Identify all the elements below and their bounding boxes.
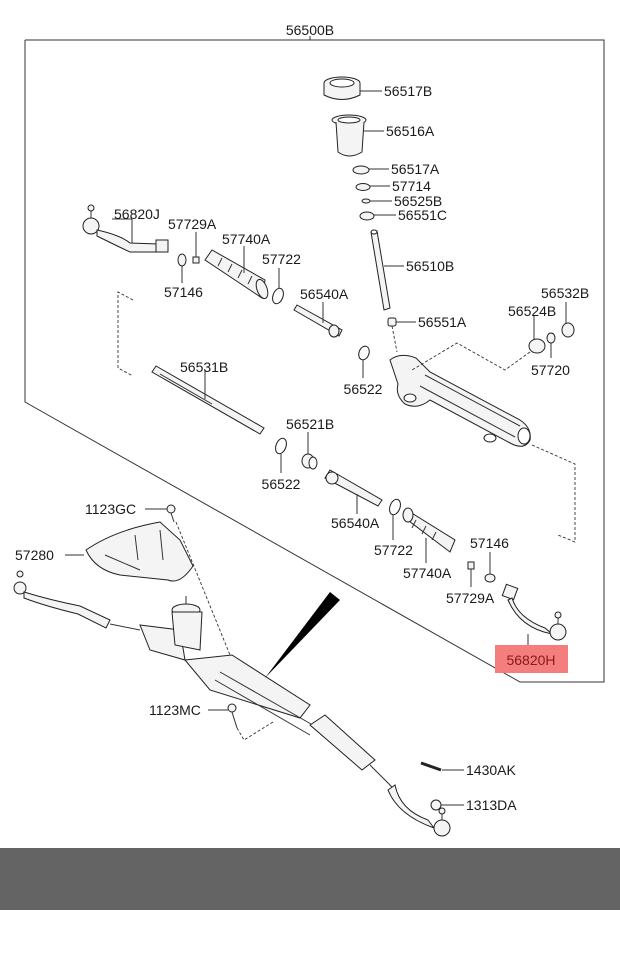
label-57722-top: 57722	[262, 251, 301, 267]
part-1430AK[interactable]	[420, 761, 464, 772]
part-1123GC[interactable]	[145, 504, 233, 661]
highlight-box-56820H	[495, 645, 568, 673]
part-57729A-top[interactable]	[192, 232, 200, 264]
part-56524B[interactable]	[411, 315, 546, 371]
label-57729A-top: 57729A	[168, 216, 217, 232]
guide-line-right	[531, 444, 576, 543]
part-56531B[interactable]	[151, 365, 265, 435]
label-56521B: 56521B	[286, 416, 334, 432]
part-57146-top[interactable]	[177, 253, 187, 283]
part-rack-assembly	[13, 570, 451, 837]
part-57722-top[interactable]	[271, 268, 286, 305]
part-number-footer: HYUNDAI KIA - 56820A6000 N - 56820H	[0, 848, 620, 952]
label-56532B: 56532B	[541, 285, 589, 301]
footer-oem-number: N - 56820H	[417, 929, 526, 952]
label-57146-top: 57146	[164, 284, 203, 300]
label-56820J: 56820J	[114, 206, 160, 222]
label-57280: 57280	[15, 547, 54, 563]
part-56820H[interactable]	[501, 583, 567, 648]
label-57740A-bottom: 57740A	[403, 565, 452, 581]
label-57714: 57714	[392, 178, 431, 194]
part-56516A[interactable]	[331, 114, 384, 157]
label-56531B: 56531B	[180, 359, 228, 375]
part-56517B[interactable]	[323, 76, 382, 100]
label-56522-right: 56522	[344, 381, 383, 397]
part-56540A-bottom[interactable]	[324, 469, 383, 514]
label-56551A: 56551A	[418, 314, 467, 330]
part-56551C[interactable]	[359, 211, 396, 221]
guide-line-left	[117, 291, 134, 377]
assembly-label: 56500B	[286, 22, 334, 38]
label-56551C: 56551C	[398, 207, 447, 223]
direction-arrow	[265, 592, 340, 678]
part-gear-housing	[389, 354, 531, 447]
label-56510B: 56510B	[406, 258, 454, 274]
parts-diagram: 56500B 56517B 56516A 56517A 57714 56525B…	[13, 22, 605, 837]
label-56820H: 56820H	[506, 652, 555, 668]
part-56522-right[interactable]	[357, 345, 371, 378]
part-56510B[interactable]	[370, 229, 404, 311]
part-57722-bottom[interactable]	[388, 498, 403, 540]
part-57280[interactable]	[65, 521, 194, 582]
part-57720[interactable]	[546, 332, 556, 358]
assembly-frame	[24, 36, 605, 683]
part-56820J[interactable]	[82, 204, 169, 253]
part-57740A-bottom[interactable]	[402, 507, 456, 563]
part-56525B[interactable]	[361, 198, 392, 204]
part-57146-bottom[interactable]	[484, 552, 496, 583]
label-56525B: 56525B	[394, 193, 442, 209]
part-56532B[interactable]	[561, 302, 575, 338]
label-57722-bottom: 57722	[374, 542, 413, 558]
part-57740A-top[interactable]	[204, 246, 270, 300]
label-57146-bottom: 57146	[470, 535, 509, 551]
part-56540A-top[interactable]	[293, 302, 343, 338]
label-56517B: 56517B	[384, 83, 432, 99]
label-1313DA: 1313DA	[466, 797, 517, 813]
label-57720: 57720	[531, 362, 570, 378]
part-56517A[interactable]	[352, 165, 389, 175]
label-1430AK: 1430AK	[466, 762, 516, 778]
part-57729A-bottom[interactable]	[467, 561, 475, 587]
label-57740A-top: 57740A	[222, 231, 271, 247]
part-1123MC[interactable]	[208, 703, 274, 741]
part-56522-left[interactable]	[274, 437, 289, 473]
label-56517A: 56517A	[391, 161, 440, 177]
part-1313DA[interactable]	[430, 799, 464, 811]
label-56516A: 56516A	[386, 123, 435, 139]
footer-brand-part-number: HYUNDAI KIA - 56820A6000	[106, 929, 383, 952]
label-56540A-top: 56540A	[300, 286, 349, 302]
label-56522-left: 56522	[262, 476, 301, 492]
label-56524B: 56524B	[508, 303, 556, 319]
part-56551A[interactable]	[387, 317, 416, 353]
part-56521B[interactable]	[301, 432, 318, 470]
part-57714[interactable]	[355, 183, 390, 191]
label-56540A-bottom: 56540A	[331, 515, 380, 531]
footer-spacer	[383, 910, 418, 972]
label-1123MC: 1123MC	[149, 702, 201, 718]
label-57729A-bottom: 57729A	[446, 590, 495, 606]
label-1123GC: 1123GC	[85, 501, 136, 517]
